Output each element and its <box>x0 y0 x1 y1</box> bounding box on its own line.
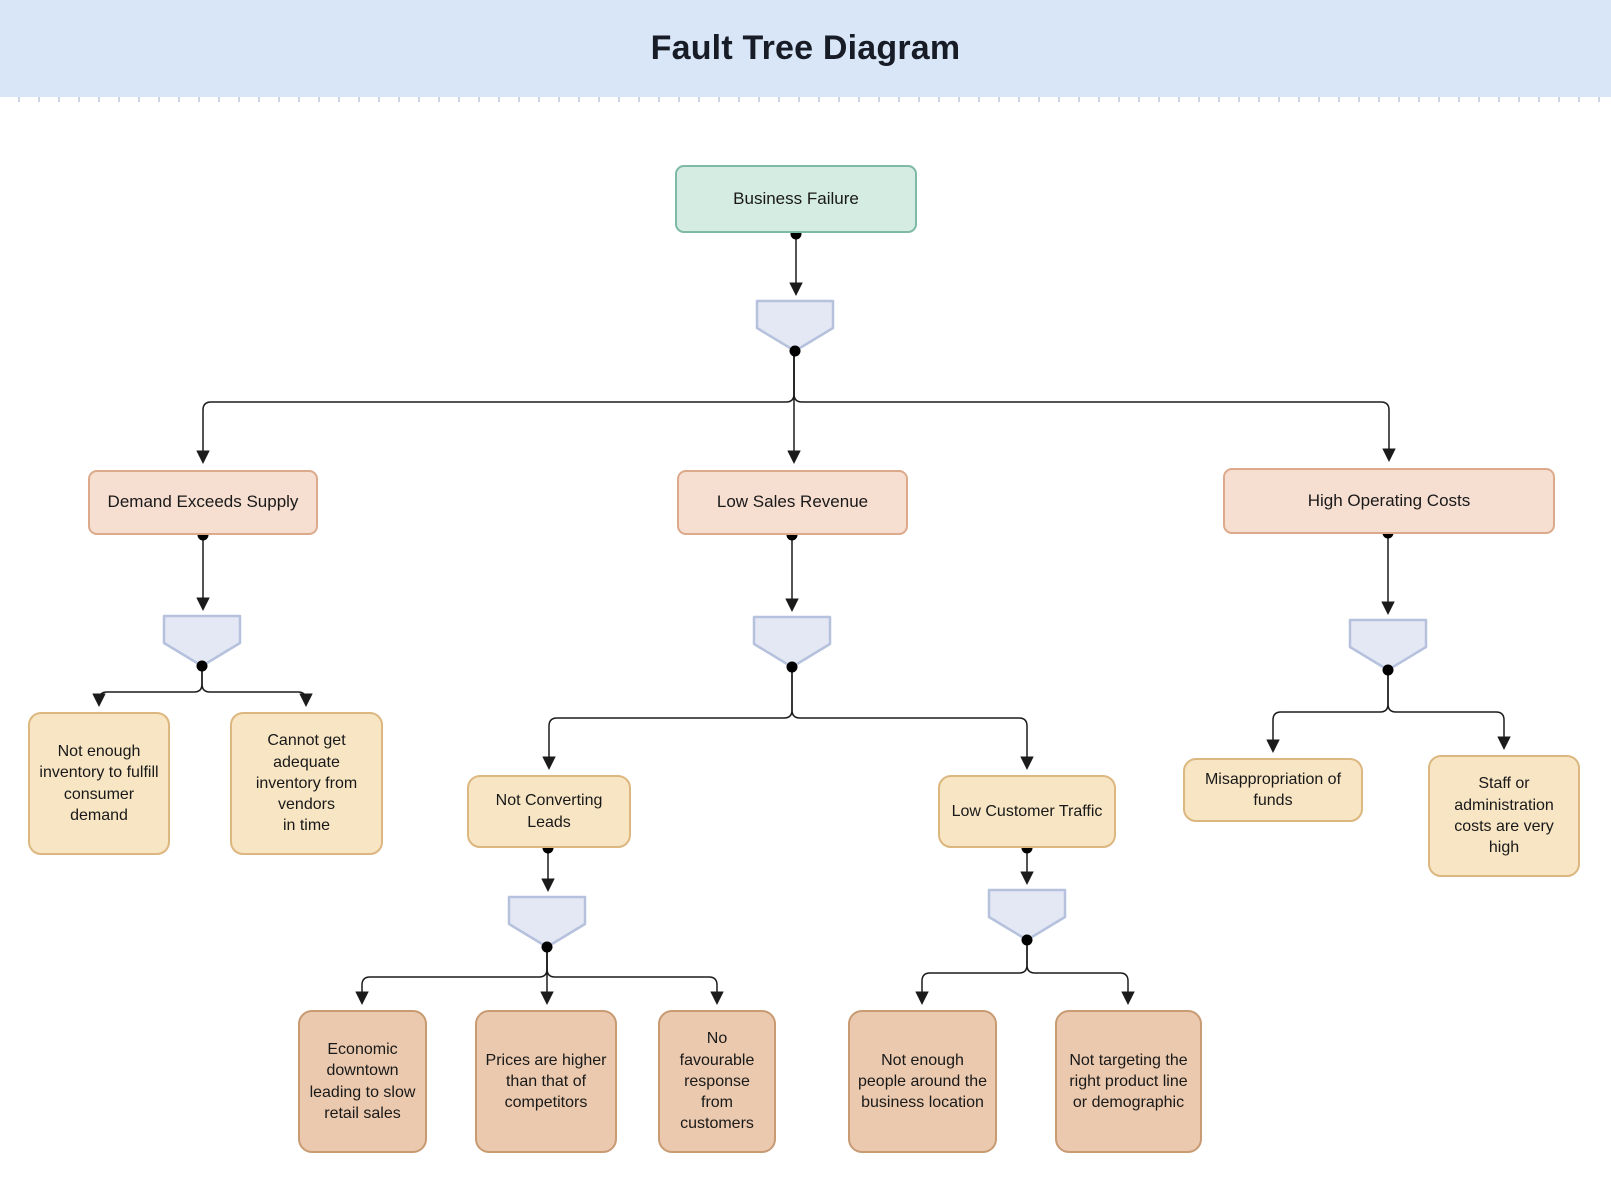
node-staff-admin-costs[interactable]: Staff or administration costs are very h… <box>1428 755 1580 877</box>
node-business-failure[interactable]: Business Failure <box>675 165 917 233</box>
node-label: Business Failure <box>733 188 859 208</box>
gate-icon[interactable] <box>507 895 587 949</box>
node-label: Demand Exceeds Supply <box>107 492 299 512</box>
connector <box>915 941 1028 1006</box>
node-label: Low Sales Revenue <box>716 492 869 512</box>
node-label: Not enough inventory to fulfill consumer… <box>39 742 159 824</box>
connector-junction-dot <box>196 660 208 672</box>
node-not-converting-leads[interactable]: Not Converting Leads <box>467 775 631 848</box>
node-label: Not Converting Leads <box>495 792 603 831</box>
node-label: Low Customer Traffic <box>951 802 1103 820</box>
node-low-sales-revenue[interactable]: Low Sales Revenue <box>677 470 908 535</box>
connector-junction-dot <box>789 345 801 357</box>
connector-junction-dot <box>541 941 553 953</box>
connector <box>546 948 724 1006</box>
node-misappropriation-of-funds[interactable]: Misappropriation of funds <box>1183 758 1363 822</box>
node-economic-downtown[interactable]: Economic downtown leading to slow retail… <box>298 1010 427 1153</box>
node-cannot-get-inventory[interactable]: Cannot get adequate inventory from vendo… <box>230 712 383 855</box>
node-label: Cannot get adequate inventory from vendo… <box>255 732 358 835</box>
connector <box>196 352 795 465</box>
node-demand-exceeds-supply[interactable]: Demand Exceeds Supply <box>88 470 318 535</box>
connector <box>1387 671 1511 751</box>
node-high-operating-costs[interactable]: High Operating Costs <box>1223 468 1555 534</box>
connector-junction-dot <box>1382 664 1394 676</box>
gate-icon[interactable] <box>1348 618 1428 672</box>
node-label: Misappropriation of funds <box>1204 770 1342 809</box>
node-label: No favourable response from customers <box>679 1030 755 1133</box>
node-label: Staff or administration costs are very h… <box>1454 775 1554 857</box>
connector <box>355 948 548 1006</box>
connector-junction-dot <box>786 661 798 673</box>
node-not-targeting-demographic[interactable]: Not targeting the right product line or … <box>1055 1010 1202 1153</box>
ruler-ticks <box>0 97 1611 102</box>
node-label: Not targeting the right product line or … <box>1069 1051 1188 1112</box>
connector <box>92 667 203 708</box>
connector <box>793 352 1396 463</box>
connector <box>791 668 1034 771</box>
connector <box>542 668 793 771</box>
node-label: Economic downtown leading to slow retail… <box>309 1040 416 1122</box>
gate-icon[interactable] <box>162 614 242 668</box>
gate-icon[interactable] <box>755 299 835 353</box>
node-label: High Operating Costs <box>1307 490 1471 510</box>
connector-junction-dot <box>1021 934 1033 946</box>
node-label: Prices are higher than that of competito… <box>485 1051 607 1112</box>
node-not-enough-people[interactable]: Not enough people around the business lo… <box>848 1010 997 1153</box>
node-not-enough-inventory[interactable]: Not enough inventory to fulfill consumer… <box>28 712 170 855</box>
diagram-title: Fault Tree Diagram <box>650 29 961 67</box>
gate-icon[interactable] <box>987 888 1067 942</box>
node-prices-higher[interactable]: Prices are higher than that of competito… <box>475 1010 617 1153</box>
node-label: Not enough people around the business lo… <box>858 1051 987 1112</box>
gate-icon[interactable] <box>752 615 832 669</box>
diagram-header: Fault Tree Diagram <box>0 0 1611 97</box>
node-no-favourable-response[interactable]: No favourable response from customers <box>658 1010 776 1153</box>
node-low-customer-traffic[interactable]: Low Customer Traffic <box>938 775 1116 848</box>
connector <box>1266 671 1389 754</box>
connector <box>201 667 313 708</box>
connector <box>1026 941 1135 1006</box>
